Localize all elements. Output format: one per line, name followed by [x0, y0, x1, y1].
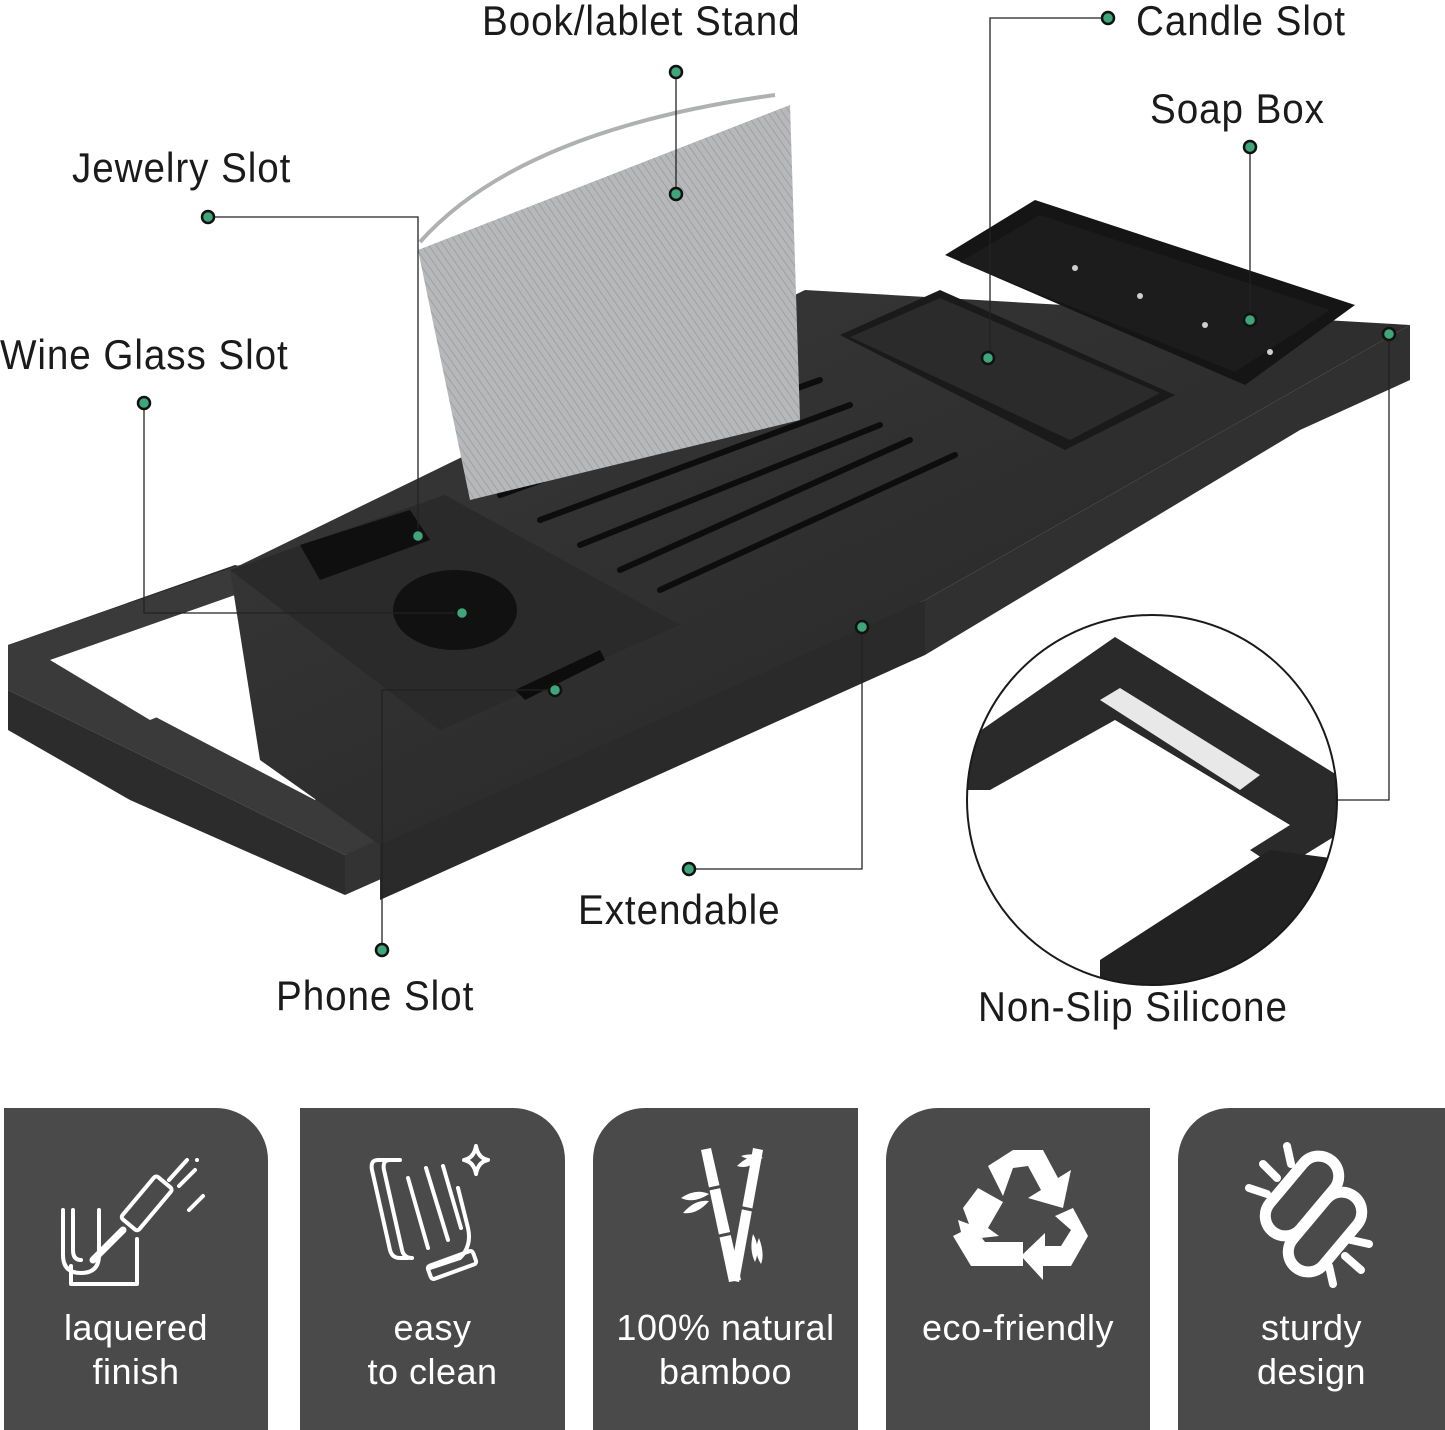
dot-candle-slot-top [1100, 10, 1116, 26]
book-stand [418, 93, 800, 500]
label-non-slip-silicone: Non-Slip Silicone [978, 983, 1288, 1030]
jewelry-slot [300, 510, 430, 580]
recycle-icon [953, 1150, 1088, 1280]
feature-card-sturdy-design: sturdy design [1178, 1108, 1445, 1430]
label-book-stand: Book/lablet Stand [482, 0, 801, 44]
dot-wine-glass [454, 605, 470, 621]
dot-jewelry-slot-top [200, 209, 216, 225]
paint-roller-icon [61, 1158, 205, 1286]
feature-label: laquered finish [63, 1307, 209, 1392]
dot-silicone [1381, 326, 1397, 342]
dot-candle-slot [980, 350, 996, 366]
label-phone-slot: Phone Slot [276, 972, 475, 1019]
feature-card-laquered-finish: laquered finish [4, 1108, 268, 1430]
product-illustration [8, 10, 1410, 986]
bamboo-icon [680, 1148, 763, 1282]
label-candle-slot: Candle Slot [1136, 0, 1346, 44]
dot-phone-slot-top [547, 682, 563, 698]
dot-wine-glass-top [136, 395, 152, 411]
feature-label: eco-friendly [921, 1307, 1115, 1348]
dot-extendable [681, 861, 697, 877]
label-soap-box: Soap Box [1150, 85, 1325, 132]
dot-jewelry-slot [410, 528, 426, 544]
tray-body [230, 200, 1410, 900]
label-extendable: Extendable [578, 886, 781, 933]
dot-extendable-top [854, 619, 870, 635]
callout-lines [143, 17, 1390, 950]
dot-soap-box-top [1242, 139, 1258, 155]
feature-label: 100% natural bamboo [616, 1307, 835, 1392]
dot-phone-slot [374, 942, 390, 958]
cleaning-glove-icon [369, 1144, 490, 1281]
feature-card-eco-friendly: eco-friendly [886, 1108, 1150, 1430]
label-jewelry-slot: Jewelry Slot [72, 144, 292, 191]
non-slip-silicone-inset [966, 614, 1338, 986]
dot-book-stand-top [668, 64, 684, 80]
feature-card-easy-to-clean: easy to clean [300, 1108, 565, 1430]
dot-book-stand [668, 186, 684, 202]
wine-glass-slot [393, 570, 517, 650]
phone-slot [515, 650, 605, 700]
chain-link-icon [1244, 1142, 1373, 1288]
label-wine-glass-slot: Wine Glass Slot [0, 331, 289, 378]
feature-label: easy to clean [367, 1307, 498, 1392]
dot-soap-box [1242, 312, 1258, 328]
callout-dots [136, 10, 1397, 958]
feature-label: sturdy design [1256, 1307, 1367, 1392]
feature-card-natural-bamboo: 100% natural bamboo [593, 1108, 858, 1430]
